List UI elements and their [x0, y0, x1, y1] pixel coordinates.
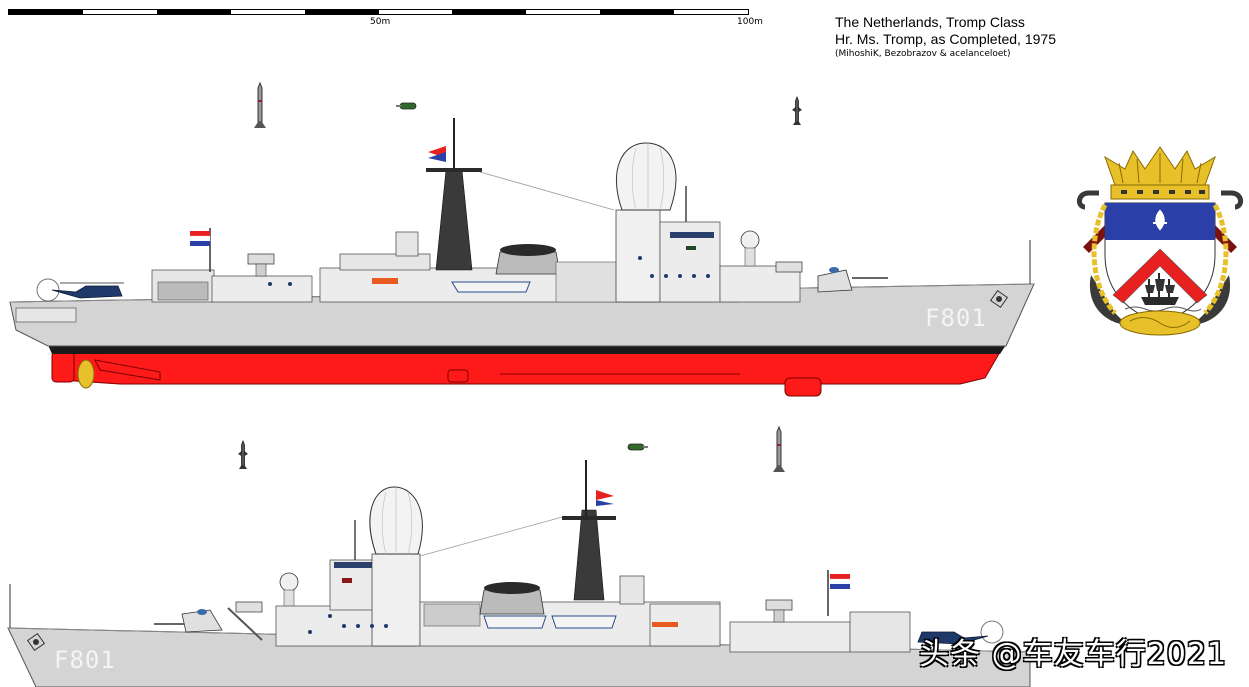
- underwater-hull: [51, 351, 1001, 385]
- scale-segment: [304, 10, 379, 14]
- radar-radome: [615, 142, 677, 211]
- missile-icon: [773, 426, 785, 472]
- scale-segment: [600, 10, 675, 14]
- scale-label-100m: 100m: [737, 17, 763, 27]
- watermark: 头条 @车友车行2021: [919, 637, 1227, 672]
- hull-number-bottom: F801: [54, 646, 116, 674]
- title-block: The Netherlands, Tromp Class Hr. Ms. Tro…: [835, 14, 1056, 60]
- gun-turret: [817, 269, 853, 293]
- fleur-de-lis-icon: [1153, 209, 1167, 231]
- helicopter: [36, 278, 124, 302]
- small-missile-icon: [238, 440, 248, 469]
- anchor-right-icon: [1221, 190, 1243, 210]
- hull-number-top: F801: [925, 304, 987, 332]
- ship-profile-top: [9, 118, 1035, 397]
- scale-segment: [378, 10, 453, 14]
- ship-crest: [1077, 146, 1243, 336]
- torpedo-icon: [627, 443, 648, 451]
- scale-label-50m: 50m: [370, 17, 391, 27]
- main-mast: [573, 509, 605, 601]
- scale-segment: [452, 10, 527, 14]
- scale-bar: [8, 9, 749, 15]
- scale-segment: [82, 10, 157, 14]
- propeller: [77, 359, 95, 389]
- boot-topping: [48, 345, 1006, 354]
- title-line-ship: Hr. Ms. Tromp, as Completed, 1975: [835, 31, 1056, 47]
- scale-segment: [526, 10, 601, 14]
- missile-icon: [254, 82, 266, 128]
- title-line-class: The Netherlands, Tromp Class: [835, 14, 1025, 30]
- scale-segment: [9, 10, 83, 14]
- main-mast: [435, 169, 473, 271]
- small-missile-icon: [792, 96, 802, 125]
- scale-segment: [674, 10, 749, 14]
- scale-segment: [230, 10, 305, 14]
- scale-segment: [156, 10, 231, 14]
- ship-profile-bottom: [7, 460, 1031, 687]
- anchor-left-icon: [1077, 190, 1099, 210]
- title-line-credits: (MihoshiK, Bezobrazov & acelanceloet): [835, 49, 1011, 59]
- torpedo-icon: [396, 102, 417, 110]
- helicopter: [917, 620, 1004, 645]
